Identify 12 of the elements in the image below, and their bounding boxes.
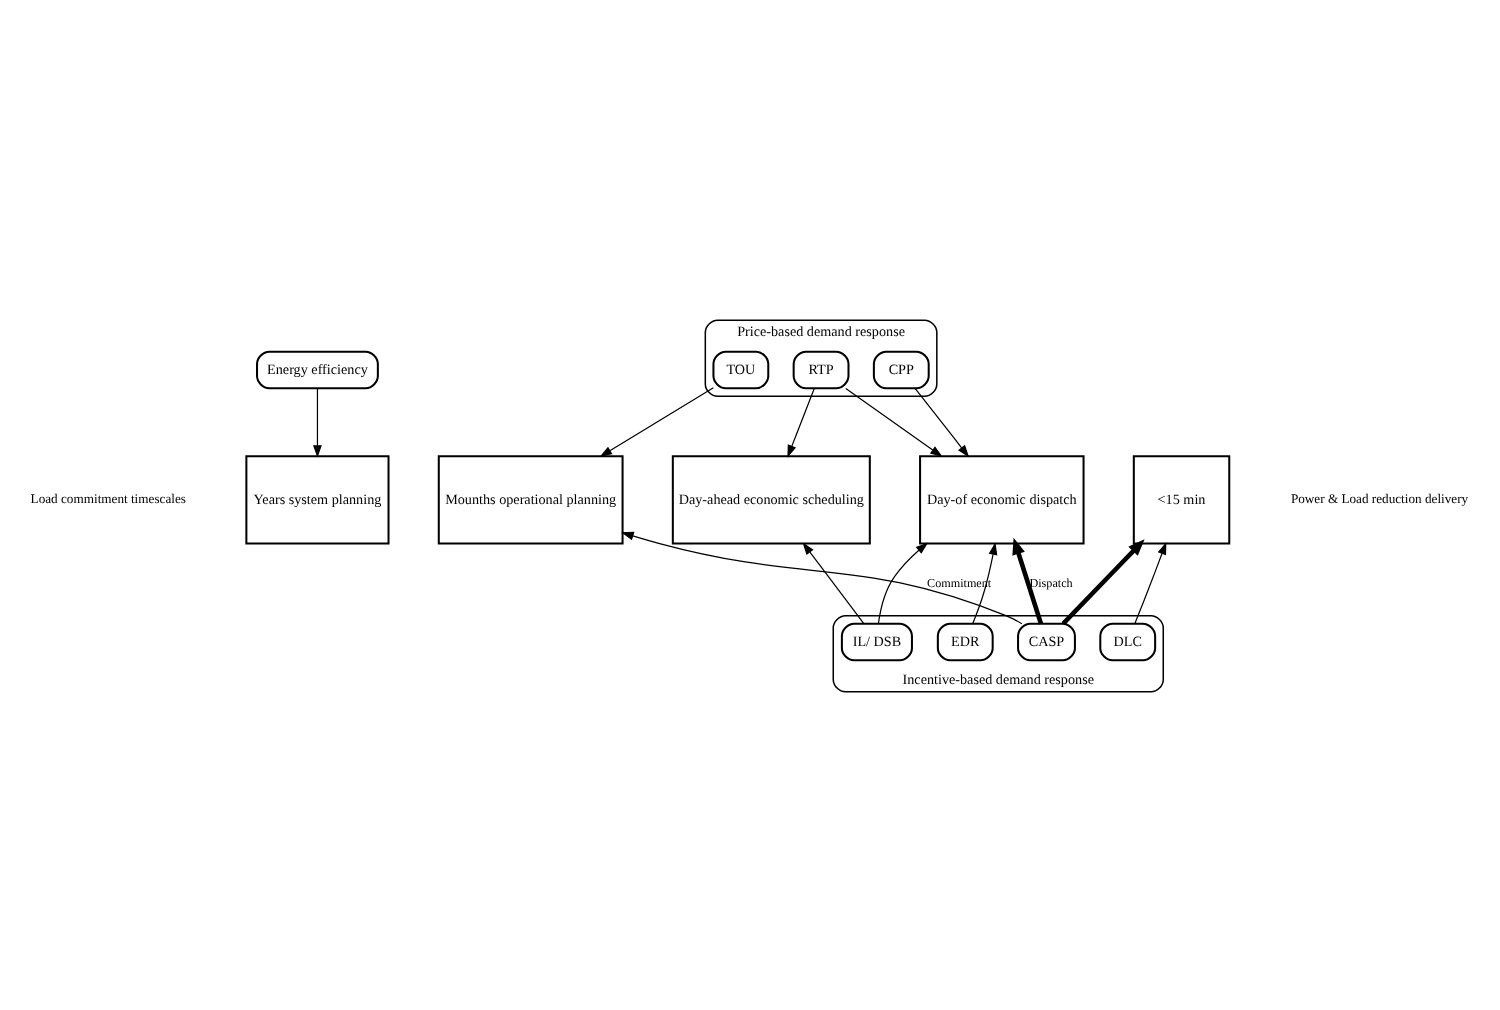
arrow xyxy=(972,541,998,624)
arrow xyxy=(1061,538,1145,625)
arrow xyxy=(845,386,943,457)
arrow xyxy=(621,530,1023,624)
arrow xyxy=(1134,541,1167,624)
arrow xyxy=(1012,536,1044,624)
arrow xyxy=(313,386,322,457)
arrow xyxy=(802,541,865,624)
arrow xyxy=(877,541,929,624)
arrow xyxy=(914,386,970,457)
arrow xyxy=(787,386,815,457)
arrow xyxy=(599,386,714,456)
